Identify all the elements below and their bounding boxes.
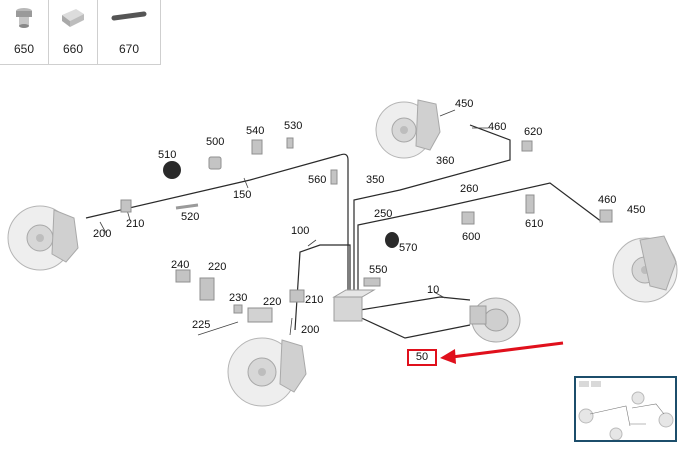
callout-560[interactable]: 560 [308,174,327,186]
part-560[interactable] [330,169,338,185]
part-240[interactable] [175,269,191,283]
highlight-box [407,349,437,366]
overview-preview [578,381,674,441]
part-220-right[interactable] [247,307,273,323]
callout-200[interactable]: 200 [301,324,320,336]
brake-disc-front-right[interactable] [375,99,441,159]
callout-350[interactable]: 350 [366,174,385,186]
brake-lines [85,124,603,339]
callout-510[interactable]: 510 [158,149,177,161]
legend-number: 650 [13,42,35,56]
callout-450[interactable]: 450 [627,204,646,216]
callout-360[interactable]: 360 [436,155,455,167]
callout-210[interactable]: 210 [305,294,324,306]
part-460-right[interactable] [599,209,613,223]
callout-460[interactable]: 460 [488,121,507,133]
part-210-left[interactable] [120,199,132,213]
callout-240[interactable]: 240 [171,259,190,271]
part-550[interactable] [363,277,381,287]
callout-530[interactable]: 530 [284,120,303,132]
legend-number: 660 [62,42,84,56]
callout-550[interactable]: 550 [369,264,388,276]
legend-number: 670 [118,42,140,56]
part-530[interactable] [286,137,294,149]
callout-100[interactable]: 100 [291,225,310,237]
callout-600[interactable]: 600 [462,231,481,243]
part-610[interactable] [525,194,535,214]
callout-220[interactable]: 220 [263,296,282,308]
leader-lines [99,109,488,336]
hex-connector-icon [49,6,97,30]
callout-150[interactable]: 150 [233,189,252,201]
callout-450[interactable]: 450 [455,98,474,110]
small-parts [120,137,613,323]
callout-10[interactable]: 10 [427,284,440,296]
callout-520[interactable]: 520 [181,211,200,223]
hydraulic-unit[interactable] [332,289,376,322]
callout-225[interactable]: 225 [192,319,211,331]
callout-610[interactable]: 610 [525,218,544,230]
callout-250[interactable]: 250 [374,208,393,220]
callout-230[interactable]: 230 [229,292,248,304]
part-600[interactable] [461,211,475,225]
legend-item-650[interactable]: 650 [0,0,49,64]
part-220-left[interactable] [199,277,215,301]
part-510[interactable] [163,161,181,179]
brake-disc-rear-right[interactable] [612,235,678,303]
part-230[interactable] [233,304,243,314]
callout-500[interactable]: 500 [206,136,225,148]
brake-disc-front-left[interactable] [227,337,307,407]
hose-icon [98,6,160,26]
callout-200[interactable]: 200 [93,228,112,240]
overview-thumbnail[interactable] [574,376,677,442]
part-520[interactable] [175,203,199,210]
part-500[interactable] [208,156,222,170]
part-540[interactable] [251,139,263,155]
part-620[interactable] [521,140,533,152]
brake-disc-rear-left[interactable] [7,205,79,271]
highlight-arrow [440,341,564,364]
valve-cap-icon [0,6,48,30]
callout-570[interactable]: 570 [399,242,418,254]
callout-540[interactable]: 540 [246,125,265,137]
callout-620[interactable]: 620 [524,126,543,138]
callout-460[interactable]: 460 [598,194,617,206]
callout-50[interactable]: 50 [415,351,429,363]
part-570[interactable] [385,232,399,248]
parts-legend: 650 660 670 [0,0,161,65]
callout-260[interactable]: 260 [460,183,479,195]
legend-item-660[interactable]: 660 [49,0,98,64]
part-210-right[interactable] [289,289,305,303]
brake-booster[interactable] [469,297,521,343]
callout-220[interactable]: 220 [208,261,227,273]
callout-210[interactable]: 210 [126,218,145,230]
legend-item-670[interactable]: 670 [98,0,160,64]
